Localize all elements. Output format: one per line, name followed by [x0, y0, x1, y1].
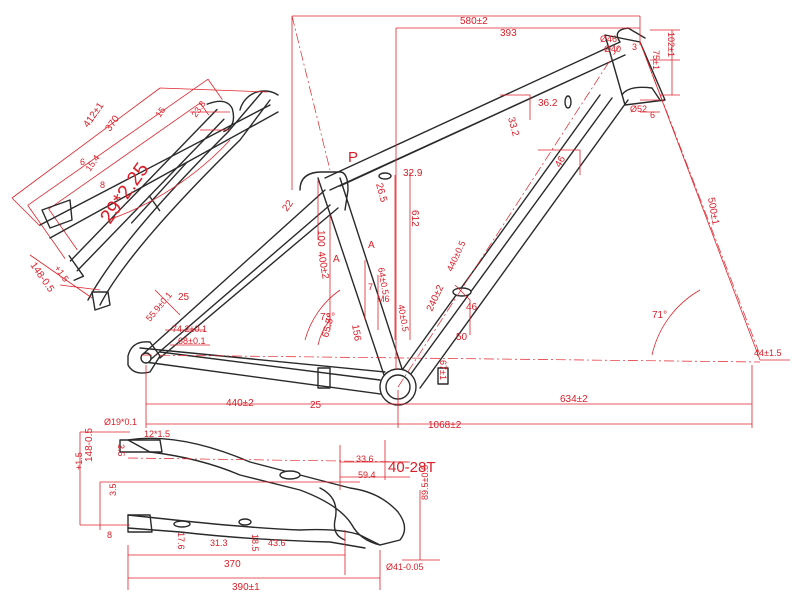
label-cs-156: 156 [349, 324, 363, 343]
label-chainring: 40-28T [388, 459, 436, 476]
label-cs-dia19: Ø19*0.1 [104, 417, 137, 427]
label-tt-332: 33.2 [505, 116, 521, 138]
label-dt-240: 240±2 [425, 283, 447, 313]
label-fork-412: 412±1 [81, 100, 106, 129]
label-ss-742: 74.2±0.1 [172, 324, 207, 334]
label-angle-71: 71° [652, 310, 667, 321]
label-rear-44: 44±1.5 [754, 348, 781, 358]
label-fork-29: 29*2.25 [96, 159, 154, 228]
label-angle-73: 73° [320, 312, 335, 323]
label-p-mark: P [348, 149, 358, 166]
label-st-612: 612 [409, 210, 420, 227]
label-tt-362: 36.2 [538, 98, 558, 109]
label-dt-46b: 46 [466, 302, 478, 313]
label-ht-dia46: Ø46 [600, 34, 617, 44]
fork-labels: 412±1 370 15 23.8 15.4 6 8 29*2.25 148-0… [28, 99, 208, 295]
label-seat-22: 22 [280, 198, 296, 214]
dimension-labels: 580±2 393 Ø46 Ø40 3 102±1 75±1 Ø52 6 36.… [144, 16, 782, 431]
label-dt-50: 50 [456, 332, 468, 343]
label-rear-500: 500±1 [705, 197, 721, 227]
label-fork-148b: +1.5 [52, 263, 70, 283]
label-cable-m6: M6 [377, 294, 390, 304]
label-ss-25: 25 [178, 292, 190, 303]
label-dt-440: 440±0.5 [445, 239, 468, 273]
label-bb-634: 634±2 [560, 394, 588, 405]
label-bb-336: 33.6 [356, 454, 374, 464]
label-cs-35b: 3.5 [108, 483, 118, 496]
label-cs-370: 370 [224, 559, 241, 570]
label-fork-154: 15.4 [83, 153, 101, 173]
label-ht-3: 3 [632, 42, 637, 52]
main-frame [127, 27, 666, 406]
label-fork-15: 15 [153, 105, 167, 119]
label-wb-1068: 1068±2 [428, 420, 462, 431]
label-bb-594: 59.4 [358, 470, 376, 480]
label-ht-6: 6 [650, 110, 655, 120]
label-bb-dia41: Ø41-0.05 [386, 562, 424, 572]
label-cs-35a: 3.5 [116, 444, 126, 457]
fork-detail [27, 78, 235, 281]
chainstay-detail [79, 431, 440, 590]
label-cs-440: 440±2 [226, 398, 254, 409]
label-ht-75: 75±1 [651, 50, 661, 70]
label-cs-390: 390±1 [232, 582, 260, 593]
label-cs-185: 18.5 [250, 534, 260, 552]
label-fork-8: 8 [100, 180, 105, 190]
label-stack: 393 [500, 28, 517, 39]
label-seat-100: 100 [315, 230, 326, 247]
label-cs-8: 8 [107, 530, 112, 540]
label-ss-68: 68±0.1 [178, 336, 205, 346]
label-cs-176: 17.6 [176, 532, 186, 550]
label-ht-dia40: Ø40 [604, 44, 621, 54]
label-cs-148b: +1.5 [74, 452, 84, 470]
label-cs-313: 31.3 [210, 538, 228, 548]
label-cs-148: 148-0.5 [84, 428, 95, 462]
label-cs-12: 12*1.5 [144, 429, 170, 439]
label-fork-370: 370 [103, 113, 122, 133]
label-cable-7: 7 [368, 282, 373, 292]
label-len-400: 400±2 [315, 251, 331, 281]
label-bb-67: 67±1 [438, 360, 448, 380]
label-dt-46: 46 [553, 154, 568, 170]
chainstay-labels: Ø19*0.1 12*1.5 3.5 148-0.5 +1.5 3.5 8 17… [74, 417, 436, 593]
label-a-mark-2: A [368, 240, 375, 251]
fork-legs [11, 87, 279, 311]
main-dimension-lines [141, 15, 790, 428]
label-reach: 580±2 [460, 16, 488, 27]
label-cable-64: 64±0.5 [376, 267, 391, 296]
label-bb-895: 89.5±0.5 [420, 465, 430, 500]
label-ht-52: Ø52 [630, 104, 647, 114]
label-cs-436: 43.6 [268, 538, 286, 548]
label-cs-25: 25 [310, 400, 322, 411]
label-st-265: 26.5 [373, 182, 389, 204]
label-fork-148: 148-0.5 [28, 260, 57, 294]
label-ss-559: 55.9±0.1 [144, 290, 174, 323]
label-st-329: 32.9 [403, 168, 423, 179]
label-a-mark-1: A [333, 254, 340, 265]
label-fork-6: 6 [80, 157, 85, 167]
label-ht-102: 102±1 [666, 32, 676, 57]
label-cable-40: 40±0.5 [396, 304, 411, 333]
